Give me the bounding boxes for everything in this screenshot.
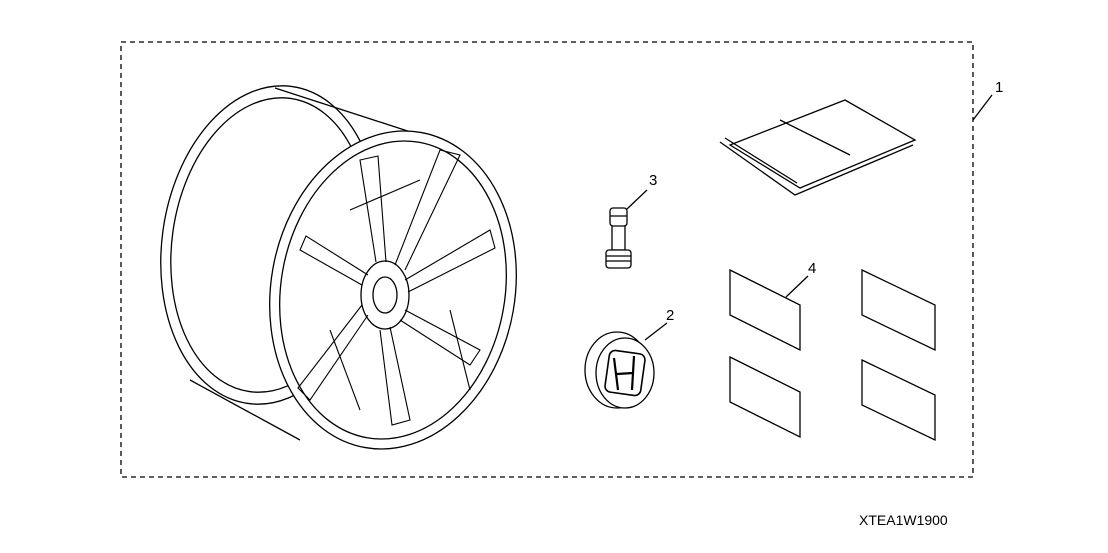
callout-1: 1 (995, 79, 1004, 96)
center-cap (584, 322, 668, 409)
leader-line-4 (785, 275, 809, 298)
valve-stem (605, 189, 648, 269)
leader-line-2 (644, 322, 668, 341)
diagram-code: XTEA1W1900 (859, 512, 948, 528)
kit-dashed-outline (120, 41, 974, 478)
callout-4: 4 (808, 260, 817, 277)
callout-3: 3 (649, 172, 658, 189)
leader-line-1 (972, 94, 993, 121)
leader-line-3 (626, 189, 648, 210)
owner-manual (719, 99, 917, 196)
callout-2: 2 (666, 307, 675, 324)
alloy-wheel (160, 85, 517, 450)
labels-set (729, 268, 936, 442)
